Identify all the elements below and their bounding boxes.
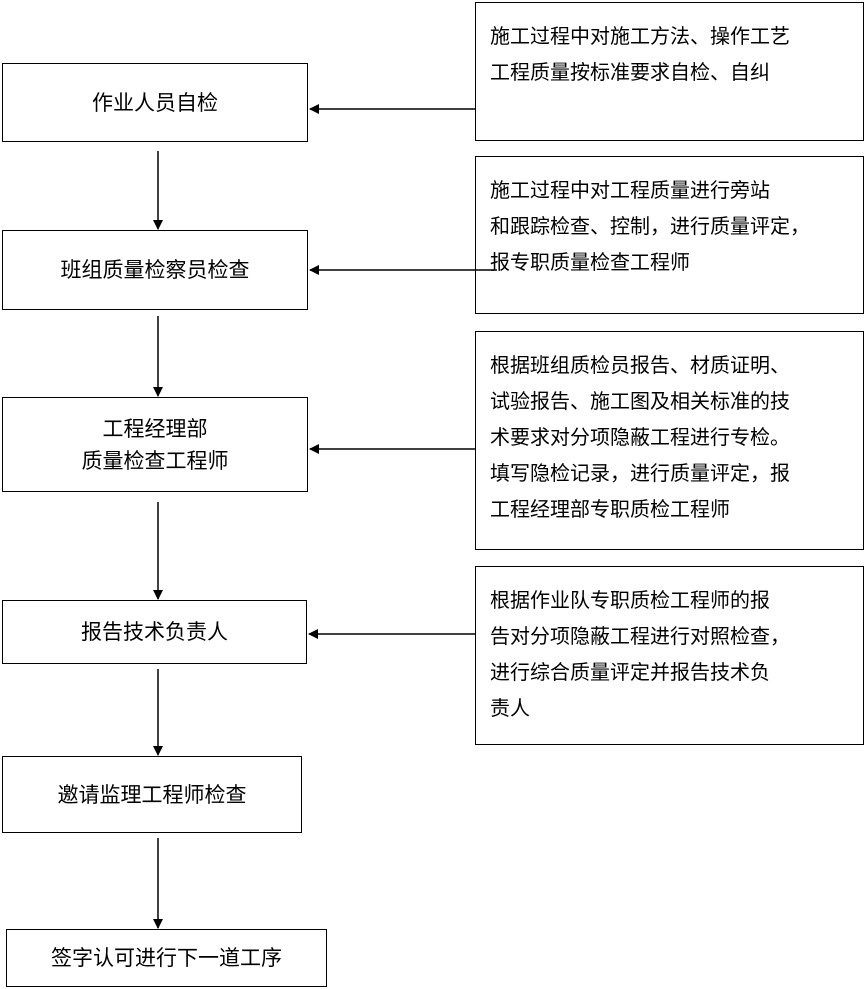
step-box-sign-off-next-process: 签字认可进行下一道工序 bbox=[6, 929, 327, 987]
step-label: 作业人员自检 bbox=[92, 90, 218, 115]
step-label: 邀请监理工程师检查 bbox=[57, 782, 247, 807]
step-label: 班组质量检察员检查 bbox=[60, 258, 250, 282]
note-box-self-check: 施工过程中对施工方法、操作工艺 工程质量按标准要求自检、自纠 bbox=[475, 2, 864, 141]
step-box-self-check: 作业人员自检 bbox=[2, 63, 308, 142]
step-label: 签字认可进行下一道工序 bbox=[51, 946, 282, 970]
note-box-technical-lead: 根据作业队专职质检工程师的报 告对分项隐蔽工程进行对照检查， 进行综合质量评定并… bbox=[475, 566, 864, 745]
step-label-line-2: 质量检查工程师 bbox=[81, 448, 229, 473]
step-box-project-quality-engineer: 工程经理部 质量检查工程师 bbox=[2, 397, 308, 492]
step-box-report-technical-lead: 报告技术负责人 bbox=[2, 600, 307, 664]
note-box-project-quality-engineer: 根据班组质检员报告、材质证明、 试验报告、施工图及相关标准的技 术要求对分项隐蔽… bbox=[475, 331, 864, 550]
note-box-team-inspector: 施工过程中对工程质量进行旁站 和跟踪检查、控制，进行质量评定， 报专职质量检查工… bbox=[475, 156, 864, 314]
step-label-line-1: 工程经理部 bbox=[102, 416, 208, 441]
step-box-invite-supervisor-check: 邀请监理工程师检查 bbox=[2, 756, 302, 833]
step-box-team-inspector-check: 班组质量检察员检查 bbox=[2, 230, 308, 310]
step-label: 报告技术负责人 bbox=[81, 620, 228, 644]
